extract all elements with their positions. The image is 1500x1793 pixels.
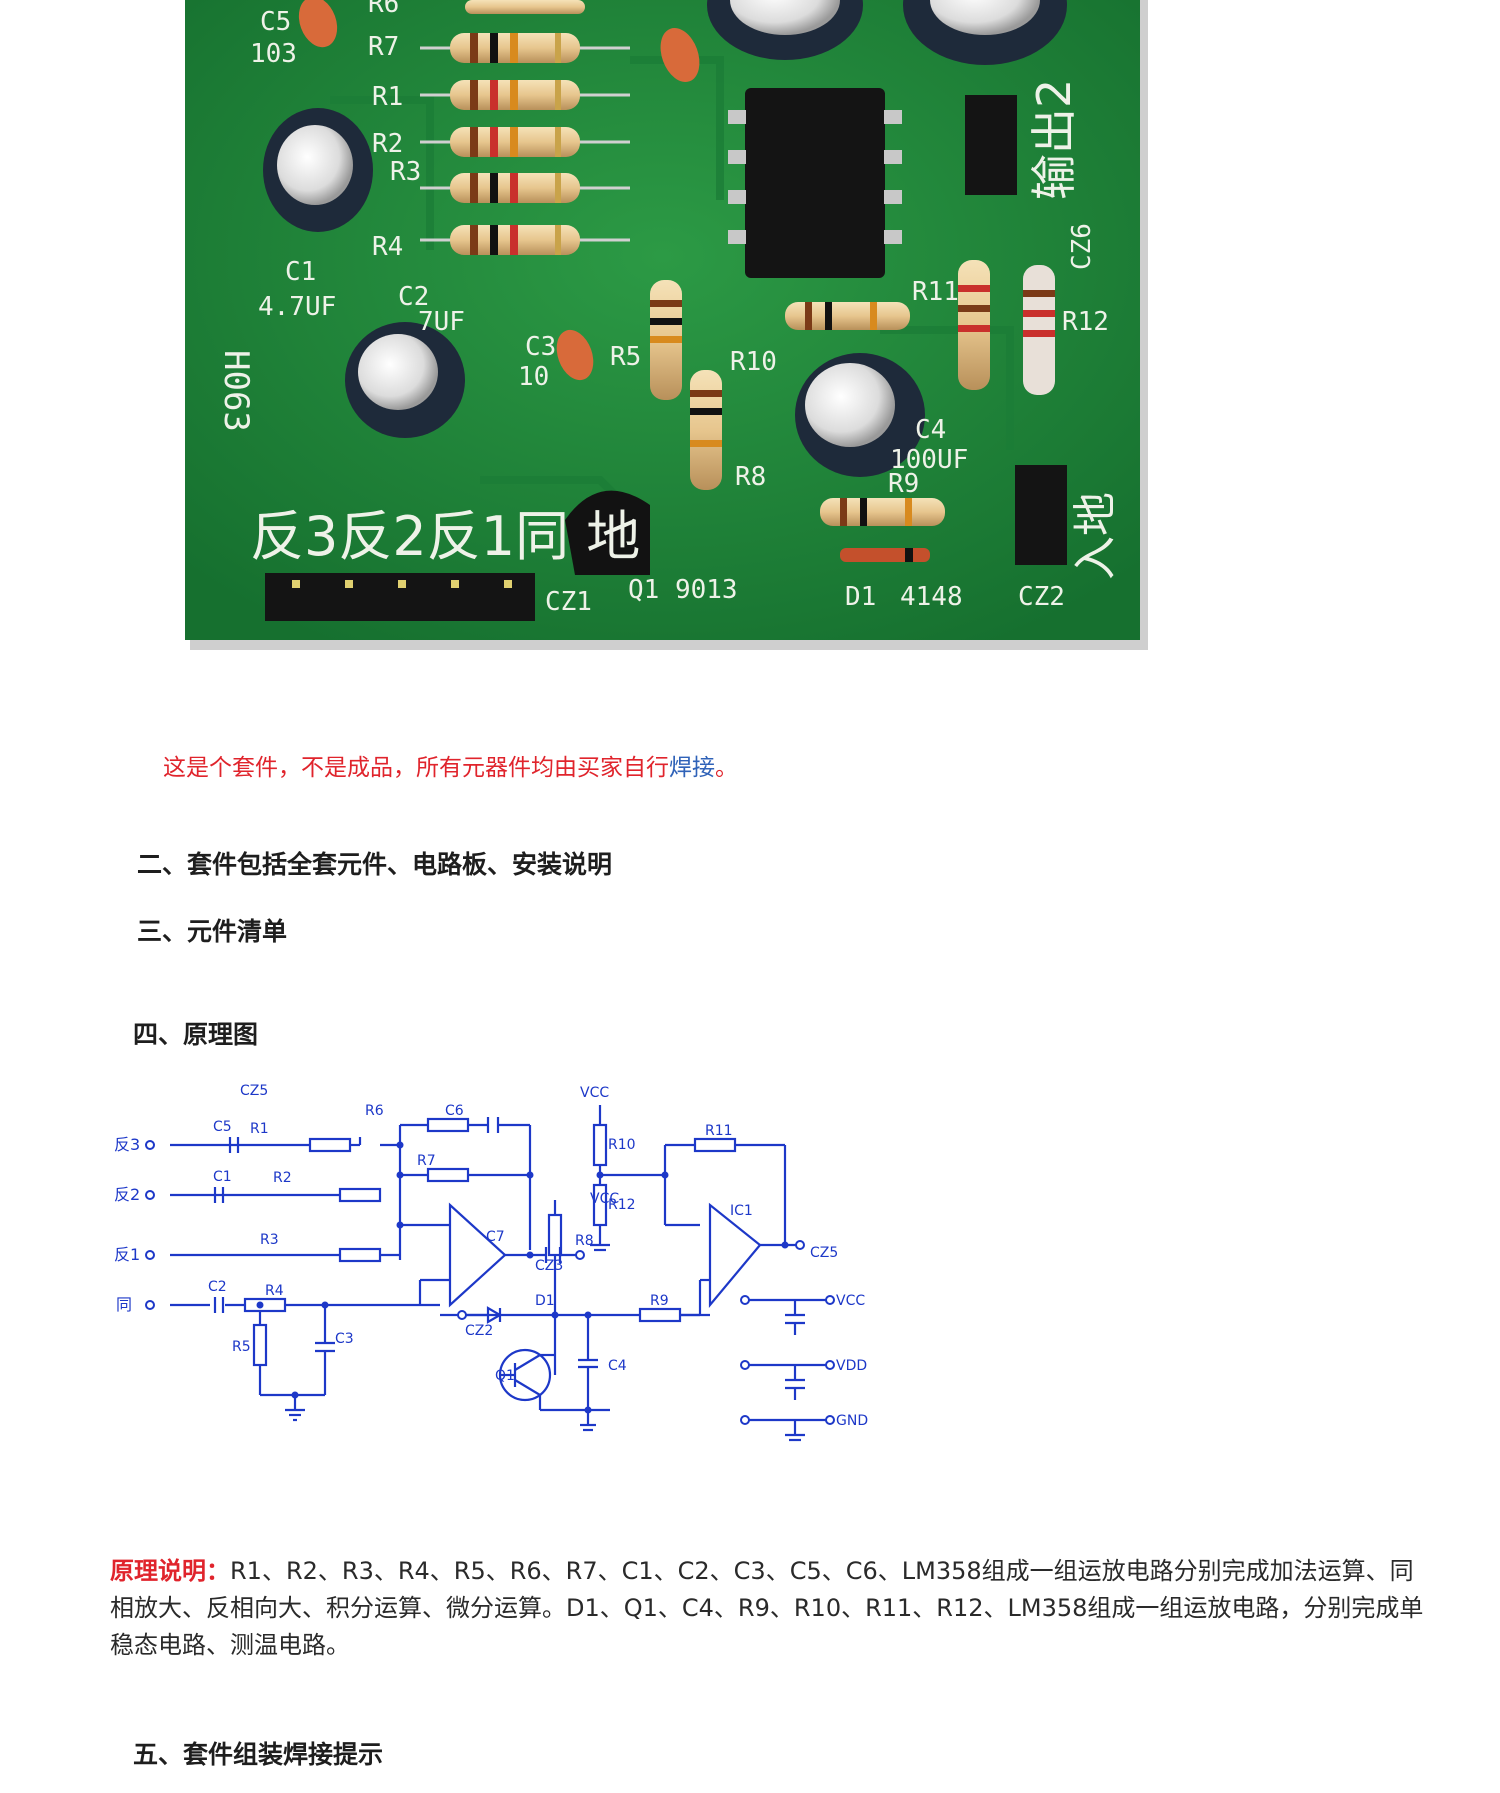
svg-text:D1: D1 — [845, 582, 876, 612]
sch-label-r6: R6 — [365, 1103, 384, 1119]
sch-label-vcc-rail: VCC — [836, 1293, 865, 1309]
svg-text:C4: C4 — [915, 415, 946, 445]
sch-label-fan1: 反1 — [114, 1245, 140, 1264]
sch-label-r3: R3 — [260, 1232, 279, 1248]
sch-label-c1: C1 — [213, 1169, 232, 1185]
sch-label-cz5-out: CZ5 — [810, 1245, 838, 1261]
sch-label-c7: C7 — [486, 1229, 505, 1245]
sch-label-vcc2: VCC — [580, 1085, 609, 1101]
svg-text:CZ2: CZ2 — [1018, 582, 1065, 612]
principle-explanation: 原理说明：R1、R2、R3、R4、R5、R6、R7、C1、C2、C3、C5、C6… — [110, 1553, 1430, 1664]
sch-label-c2: C2 — [208, 1279, 227, 1295]
svg-text:R8: R8 — [735, 462, 766, 492]
sch-label-vcc1: VCC — [590, 1191, 619, 1207]
section-parts-list: 三、元件清单 — [137, 917, 288, 946]
svg-text:Q1 9013: Q1 9013 — [628, 575, 738, 605]
svg-text:C1: C1 — [285, 257, 316, 287]
svg-text:R2: R2 — [372, 129, 403, 159]
sch-label-r10: R10 — [608, 1137, 636, 1153]
svg-text:10: 10 — [518, 362, 549, 392]
section-kit-contents: 二、套件包括全套元件、电路板、安装说明 — [137, 850, 613, 879]
svg-text:R6: R6 — [368, 0, 399, 19]
svg-text:4148: 4148 — [900, 582, 963, 612]
svg-text:R3: R3 — [390, 157, 421, 187]
svg-text:CZ6: CZ6 — [1067, 223, 1097, 270]
svg-text:C5: C5 — [260, 7, 291, 37]
svg-text:R7: R7 — [368, 32, 399, 62]
sch-label-cz2: CZ2 — [465, 1323, 493, 1339]
sch-label-c3: C3 — [335, 1331, 354, 1347]
sch-label-r9: R9 — [650, 1293, 669, 1309]
svg-text:100UF: 100UF — [890, 445, 968, 475]
ic-chip — [745, 88, 885, 278]
sch-label-fan2: 反2 — [114, 1185, 140, 1204]
svg-text:R11: R11 — [912, 277, 959, 307]
svg-text:R1: R1 — [372, 82, 403, 112]
schematic-diagram: 反3 反2 反1 同 CZ5 C5 R1 C1 R2 R3 C2 R4 R5 C… — [110, 1075, 1010, 1495]
sch-label-c6: C6 — [445, 1103, 464, 1119]
svg-text:103: 103 — [250, 39, 297, 69]
kit-notice: 这是个套件，不是成品，所有元器件均由买家自行焊接。 — [163, 755, 738, 781]
sch-label-c5: C5 — [213, 1119, 232, 1135]
pcb-photo: C5 103 R6 R7 R1 R2 R3 R4 C1 4.7UF C2 7UF… — [0, 0, 1500, 700]
principle-text: R1、R2、R3、R4、R5、R6、R7、C1、C2、C3、C5、C6、LM35… — [110, 1557, 1424, 1659]
sch-label-r7: R7 — [417, 1153, 436, 1169]
svg-text:7UF: 7UF — [418, 307, 465, 337]
sch-label-vdd-rail: VDD — [836, 1358, 867, 1374]
pcb-output-label: 输出2 — [1027, 79, 1081, 200]
sch-label-r2: R2 — [273, 1170, 292, 1186]
sch-label-r11: R11 — [705, 1123, 733, 1139]
svg-text:R4: R4 — [372, 232, 403, 262]
svg-text:R9: R9 — [888, 469, 919, 499]
sch-label-ic1: IC1 — [730, 1203, 753, 1219]
solder-link[interactable]: 焊接 — [669, 755, 715, 781]
svg-text:H063: H063 — [216, 350, 256, 432]
transistor — [565, 490, 650, 575]
sch-label-r8: R8 — [575, 1233, 594, 1249]
sch-label-r4: R4 — [265, 1283, 284, 1299]
resistor-bank — [420, 0, 630, 255]
sch-label-d1: D1 — [535, 1293, 555, 1309]
sch-label-gnd-rail: GND — [836, 1413, 868, 1429]
section-schematic: 四、原理图 — [133, 1020, 259, 1049]
svg-text:R10: R10 — [730, 347, 777, 377]
svg-text:4.7UF: 4.7UF — [258, 292, 336, 322]
pcb-header-row-label: 反3反2反1同 地 — [250, 505, 640, 568]
sch-label-q1: Q1 — [495, 1368, 515, 1384]
principle-label: 原理说明： — [110, 1557, 230, 1585]
sch-label-cz5-top: CZ5 — [240, 1083, 268, 1099]
pcb-input-label: 入地 — [1070, 492, 1121, 580]
svg-text:R5: R5 — [610, 342, 641, 372]
sch-label-fan3: 反3 — [114, 1135, 140, 1154]
sch-label-c4: C4 — [608, 1358, 627, 1374]
sch-label-tong: 同 — [116, 1295, 132, 1314]
svg-text:R12: R12 — [1062, 307, 1109, 337]
section-assembly-tips: 五、套件组装焊接提示 — [133, 1740, 384, 1769]
svg-text:C2: C2 — [398, 282, 429, 312]
sch-label-r5: R5 — [232, 1339, 251, 1355]
sch-label-cz3: CZ3 — [535, 1258, 563, 1274]
sch-label-r1: R1 — [250, 1121, 269, 1137]
svg-text:CZ1: CZ1 — [545, 587, 592, 617]
svg-text:C3: C3 — [525, 332, 556, 362]
sch-label-r12: R12 — [608, 1197, 636, 1213]
